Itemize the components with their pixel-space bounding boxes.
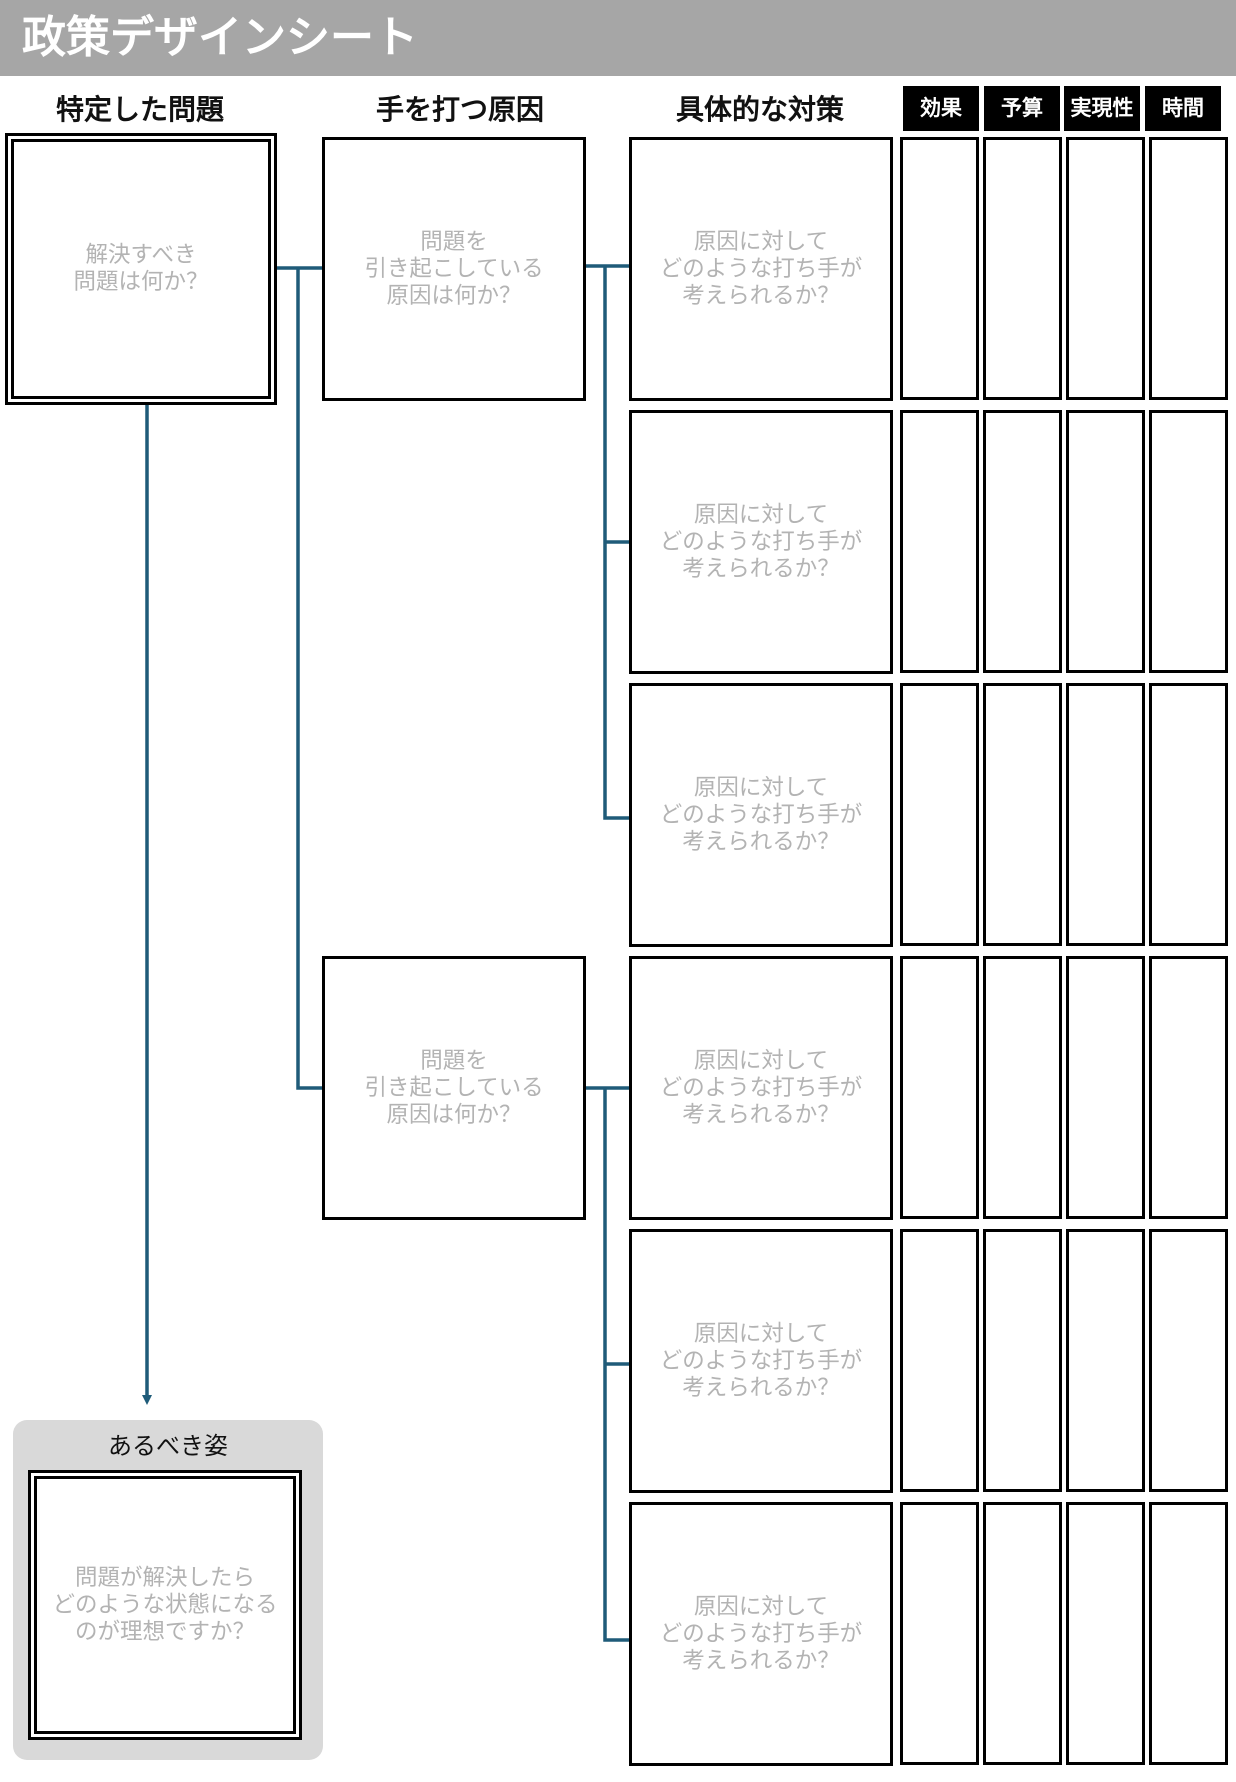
evaluation-row-4 (900, 956, 1228, 1219)
evaluation-row-5 (900, 1229, 1228, 1492)
ideal-state-title: あるべき姿 (108, 1432, 228, 1460)
measure-box-3[interactable]: 原因に対して どのような打ち手が 考えられるか？ (629, 683, 893, 947)
page-title: 政策デザインシート (22, 12, 418, 63)
problem-placeholder: 解決すべき 問題は何か？ (73, 242, 209, 295)
eval-cell-effect[interactable] (900, 137, 979, 400)
connector-problem-to-causes (274, 266, 324, 1090)
eval-cell-feasibility[interactable] (1066, 1229, 1145, 1492)
eval-cell-budget[interactable] (983, 1502, 1062, 1765)
connector-cause1-to-measures (582, 264, 632, 820)
eval-cell-time[interactable] (1149, 683, 1228, 946)
measure-placeholder-1: 原因に対して どのような打ち手が 考えられるか？ (659, 228, 863, 309)
criteria-header-budget: 予算 (984, 86, 1060, 131)
eval-cell-feasibility[interactable] (1066, 137, 1145, 400)
criteria-header-feasibility: 実現性 (1064, 86, 1140, 131)
measure-placeholder-5: 原因に対して どのような打ち手が 考えられるか？ (659, 1320, 863, 1401)
column-header-measure: 具体的な対策 (675, 93, 844, 126)
eval-cell-effect[interactable] (900, 956, 979, 1219)
criteria-header-effect: 効果 (903, 86, 979, 131)
eval-cell-time[interactable] (1149, 1502, 1228, 1765)
measure-placeholder-6: 原因に対して どのような打ち手が 考えられるか？ (659, 1593, 863, 1674)
measure-box-2[interactable]: 原因に対して どのような打ち手が 考えられるか？ (629, 410, 893, 674)
ideal-state-box[interactable]: 問題が解決したら どのような状態になる のが理想ですか？ (28, 1470, 302, 1740)
cause-box-1[interactable]: 問題を 引き起こしている 原因は何か？ (322, 137, 586, 401)
eval-cell-budget[interactable] (983, 956, 1062, 1219)
cause-placeholder-1: 問題を 引き起こしている 原因は何か？ (364, 228, 544, 309)
measure-placeholder-4: 原因に対して どのような打ち手が 考えられるか？ (659, 1047, 863, 1128)
measure-box-4[interactable]: 原因に対して どのような打ち手が 考えられるか？ (629, 956, 893, 1220)
evaluation-row-1 (900, 137, 1228, 400)
evaluation-row-2 (900, 410, 1228, 673)
eval-cell-feasibility[interactable] (1066, 1502, 1145, 1765)
evaluation-row-3 (900, 683, 1228, 946)
eval-cell-time[interactable] (1149, 956, 1228, 1219)
title-bar: 政策デザインシート (0, 0, 1236, 76)
eval-cell-feasibility[interactable] (1066, 956, 1145, 1219)
eval-cell-time[interactable] (1149, 137, 1228, 400)
connector-cause2-to-measures (582, 1086, 632, 1642)
column-header-problem: 特定した問題 (55, 93, 224, 126)
eval-cell-time[interactable] (1149, 410, 1228, 673)
eval-cell-effect[interactable] (900, 1502, 979, 1765)
cause-box-2[interactable]: 問題を 引き起こしている 原因は何か？ (322, 956, 586, 1220)
evaluation-row-6 (900, 1502, 1228, 1765)
cause-placeholder-2: 問題を 引き起こしている 原因は何か？ (364, 1047, 544, 1128)
eval-cell-budget[interactable] (983, 683, 1062, 946)
column-header-cause: 手を打つ原因 (375, 93, 544, 126)
measure-box-6[interactable]: 原因に対して どのような打ち手が 考えられるか？ (629, 1502, 893, 1766)
ideal-state-placeholder: 問題が解決したら どのような状態になる のが理想ですか？ (52, 1564, 278, 1645)
eval-cell-effect[interactable] (900, 410, 979, 673)
eval-cell-effect[interactable] (900, 683, 979, 946)
measure-box-5[interactable]: 原因に対して どのような打ち手が 考えられるか？ (629, 1229, 893, 1493)
measure-placeholder-3: 原因に対して どのような打ち手が 考えられるか？ (659, 774, 863, 855)
eval-cell-feasibility[interactable] (1066, 410, 1145, 673)
problem-box[interactable]: 解決すべき 問題は何か？ (5, 133, 277, 405)
eval-cell-budget[interactable] (983, 410, 1062, 673)
criteria-header-time: 時間 (1145, 86, 1221, 131)
measure-placeholder-2: 原因に対して どのような打ち手が 考えられるか？ (659, 501, 863, 582)
eval-cell-time[interactable] (1149, 1229, 1228, 1492)
eval-cell-budget[interactable] (983, 137, 1062, 400)
eval-cell-feasibility[interactable] (1066, 683, 1145, 946)
eval-cell-budget[interactable] (983, 1229, 1062, 1492)
eval-cell-effect[interactable] (900, 1229, 979, 1492)
measure-box-1[interactable]: 原因に対して どのような打ち手が 考えられるか？ (629, 137, 893, 401)
